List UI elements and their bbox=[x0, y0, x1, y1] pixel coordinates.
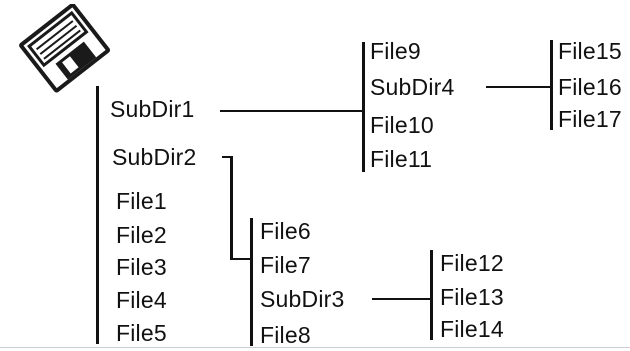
root-trunk-line bbox=[96, 86, 99, 344]
subdir2-stub-line bbox=[222, 156, 230, 158]
subdir2-children-line bbox=[250, 218, 253, 346]
subdir4-branch-line bbox=[486, 86, 550, 88]
node-file12: File12 bbox=[440, 250, 504, 276]
node-file13: File13 bbox=[440, 284, 504, 310]
bottom-divider bbox=[0, 347, 630, 348]
node-file15: File15 bbox=[558, 38, 622, 64]
node-file16: File16 bbox=[558, 74, 622, 100]
node-file3: File3 bbox=[116, 254, 167, 280]
node-subdir3: SubDir3 bbox=[260, 286, 345, 312]
node-file5: File5 bbox=[116, 320, 167, 346]
node-file10: File10 bbox=[370, 112, 434, 138]
node-file11: File11 bbox=[370, 146, 433, 172]
node-file14: File14 bbox=[440, 316, 504, 342]
subdir4-children-line bbox=[550, 40, 553, 130]
subdir3-branch-line bbox=[372, 298, 430, 300]
node-subdir1: SubDir1 bbox=[110, 96, 195, 122]
subdir2-branch-line bbox=[230, 258, 250, 260]
subdir3-children-line bbox=[430, 250, 433, 340]
node-file8: File8 bbox=[260, 322, 311, 348]
node-file6: File6 bbox=[260, 218, 311, 244]
node-subdir2: SubDir2 bbox=[112, 144, 197, 170]
node-file7: File7 bbox=[260, 252, 311, 278]
subdir2-drop-line bbox=[230, 156, 233, 260]
subdir1-children-line bbox=[362, 42, 365, 172]
node-file9: File9 bbox=[370, 38, 421, 64]
node-file17: File17 bbox=[558, 106, 622, 132]
subdir1-branch-line bbox=[220, 110, 362, 112]
node-file2: File2 bbox=[116, 222, 167, 248]
node-file1: File1 bbox=[116, 188, 167, 214]
node-subdir4: SubDir4 bbox=[370, 74, 455, 100]
floppy-disk-icon bbox=[19, 4, 111, 93]
node-file4: File4 bbox=[116, 287, 167, 313]
